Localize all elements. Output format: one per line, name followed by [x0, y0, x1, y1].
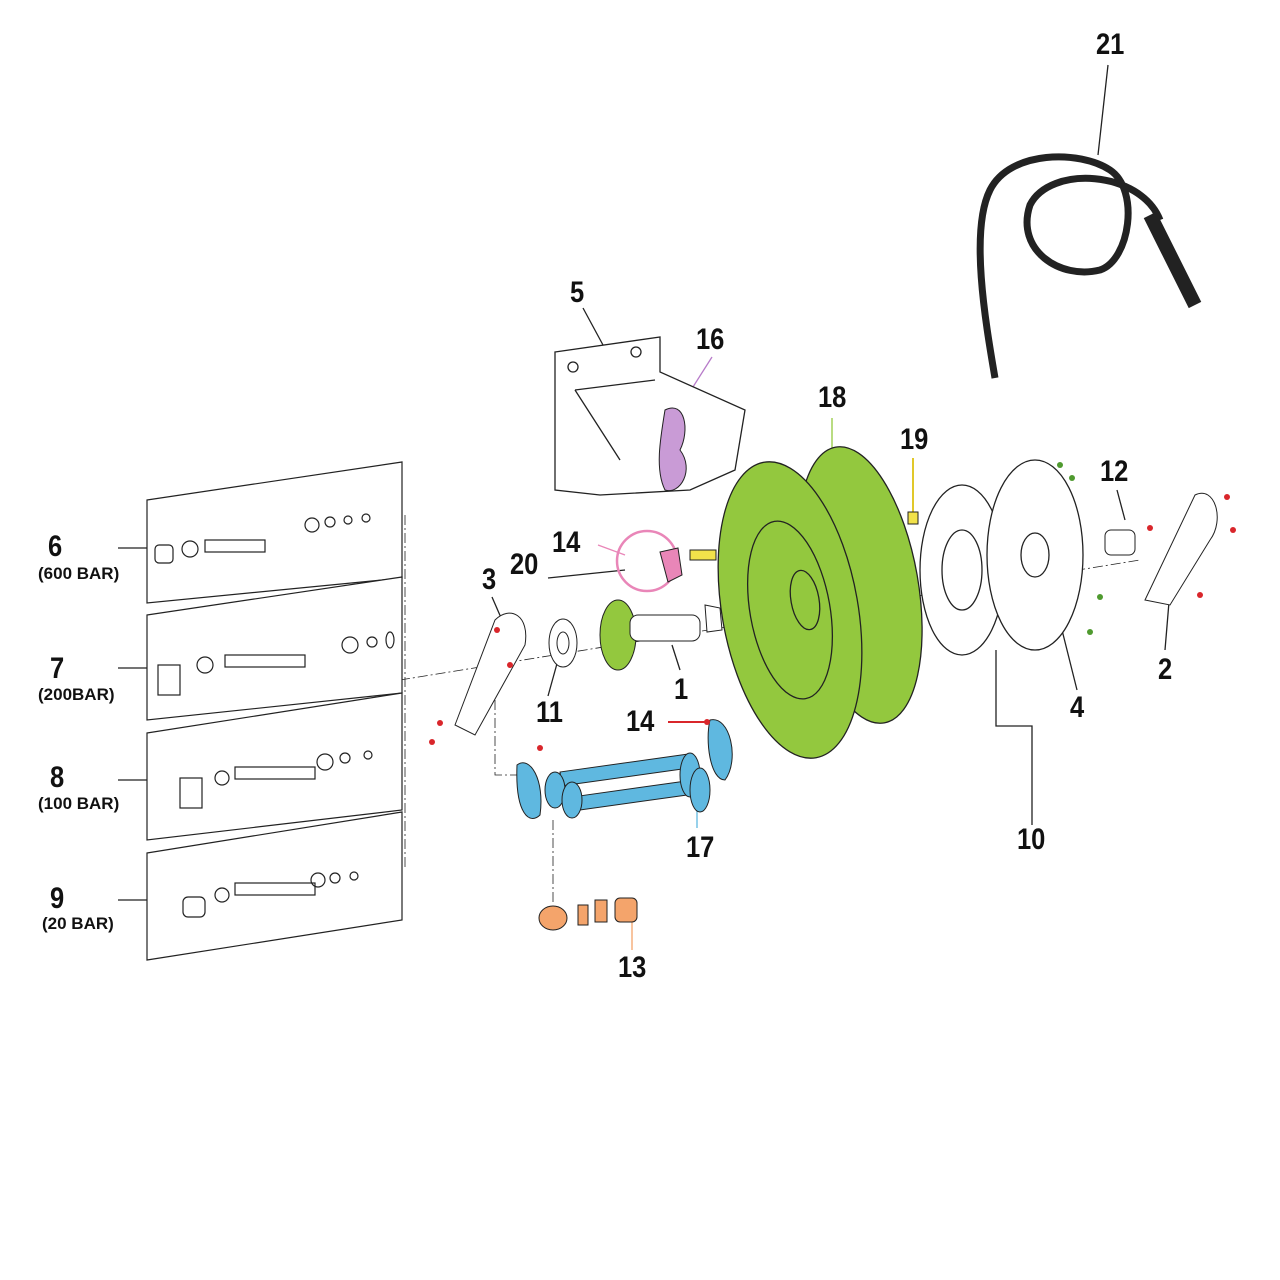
fittings-200bar [157, 631, 395, 696]
callout-19: 19 [900, 423, 929, 456]
callout-6-pressure: (600 BAR) [38, 564, 120, 583]
leader-10 [995, 650, 1033, 825]
callout-8: 8 [50, 761, 65, 794]
callout-9-pressure: (20 BAR) [42, 914, 114, 933]
callout-13: 13 [618, 951, 647, 984]
callout-12: 12 [1100, 455, 1129, 488]
side-plate-3 [454, 612, 527, 736]
fittings-100bar [179, 750, 373, 809]
callout-14-screw: 14 [626, 705, 655, 738]
callout-17: 17 [686, 831, 715, 864]
drum-18 [717, 446, 923, 759]
wall-bracket-5 [554, 336, 746, 496]
kit-panel-600bar [146, 461, 403, 604]
callout-1: 1 [674, 673, 689, 706]
leader-14a [597, 544, 626, 556]
callout-5: 5 [570, 276, 585, 309]
wheel-4 [919, 459, 1084, 656]
fittings-20bar [182, 871, 359, 918]
screws-red [429, 494, 1236, 751]
callout-16: 16 [696, 323, 725, 356]
leader-12 [1116, 489, 1126, 521]
leader-1 [671, 644, 681, 671]
pin-19 [907, 511, 919, 525]
hose-21 [976, 153, 1202, 379]
leader-5 [582, 307, 604, 346]
bearing-11 [548, 618, 578, 668]
hose-guide-13 [538, 897, 638, 931]
fittings-600bar [154, 513, 371, 564]
callout-11: 11 [536, 696, 563, 729]
callout-14-lever: 14 [552, 526, 581, 559]
callout-9: 9 [50, 882, 65, 915]
side-plate-2 [1144, 492, 1218, 606]
callout-7-pressure: (200BAR) [38, 685, 115, 704]
leader-11 [547, 659, 559, 697]
callout-7: 7 [50, 652, 65, 685]
leader-20 [547, 569, 626, 579]
hub-12 [1104, 529, 1136, 556]
callout-6: 6 [48, 530, 63, 563]
latch-part-16 [658, 407, 687, 492]
pin-20 [689, 549, 717, 561]
callout-20: 20 [510, 548, 539, 581]
callout-4: 4 [1070, 691, 1085, 724]
kit-panel-20bar [146, 811, 403, 961]
screws-green [1057, 462, 1103, 635]
leader-21 [1097, 64, 1109, 156]
axle-assembly-17 [516, 719, 733, 819]
callout-8-pressure: (100 BAR) [38, 794, 120, 813]
leader-4 [1061, 629, 1078, 691]
callout-2: 2 [1158, 653, 1173, 686]
callout-21: 21 [1096, 28, 1125, 61]
lever-14 [659, 547, 683, 583]
callout-10: 10 [1017, 823, 1046, 856]
callout-18: 18 [818, 381, 847, 414]
shaft-1 [629, 604, 723, 642]
callout-3: 3 [482, 563, 497, 596]
fitting-kit-panels [146, 461, 403, 961]
